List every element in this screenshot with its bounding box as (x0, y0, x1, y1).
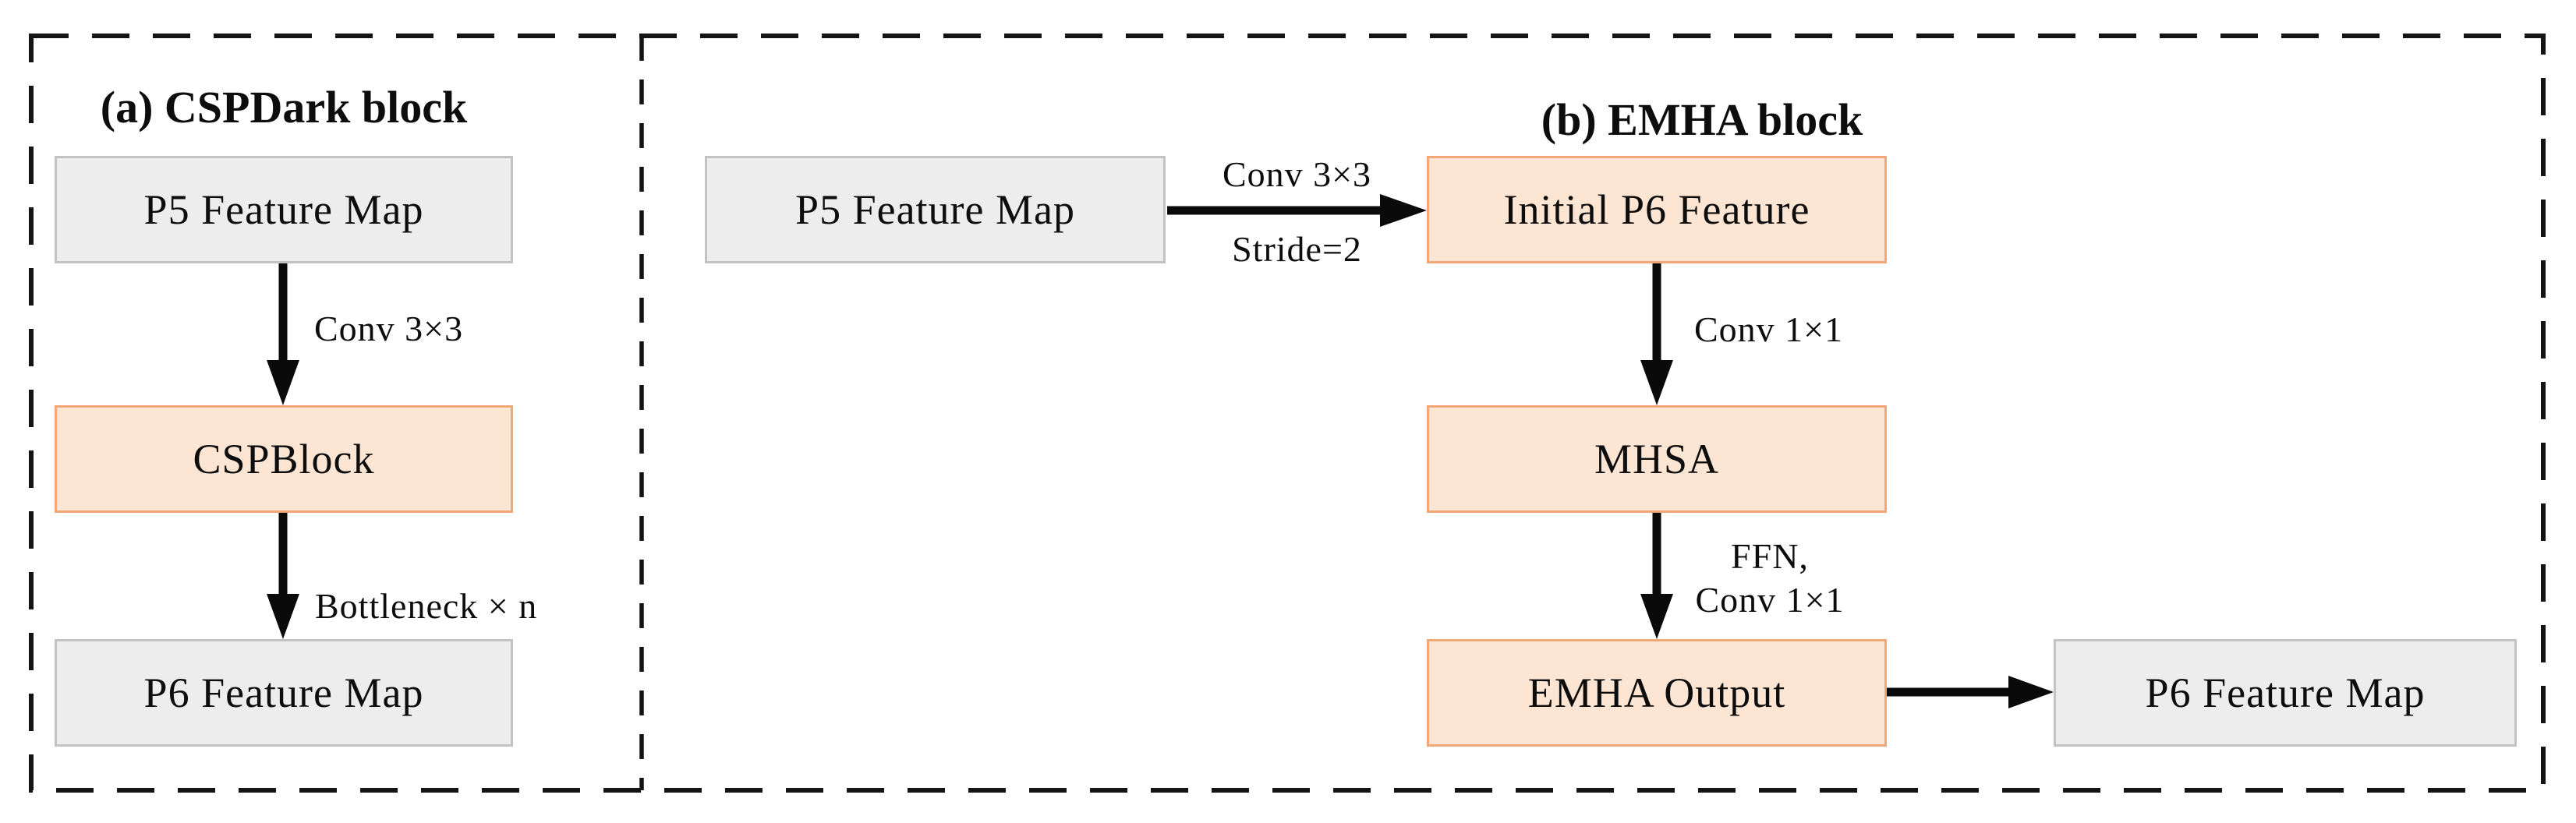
arrow-b-emha-to-p6-head (2008, 676, 2054, 708)
node-b-p5-feature-map-label: P5 Feature Map (795, 186, 1075, 233)
node-b-p5-feature-map: P5 Feature Map (705, 156, 1166, 263)
arrow-a-cspblock-to-p6-head (267, 594, 299, 639)
arrow-a-p5-to-cspblock-head (267, 360, 299, 405)
edge-label-b-conv1x1: Conv 1×1 (1694, 309, 1844, 349)
node-a-cspblock-label: CSPBlock (193, 436, 375, 482)
arrow-b-initialp6-to-mhsa-head (1640, 360, 1673, 405)
panel-b-title: (b) EMHA block (1541, 94, 1863, 145)
node-b-mhsa: MHSA (1427, 405, 1887, 513)
node-b-mhsa-label: MHSA (1594, 436, 1720, 482)
edge-label-a-conv3x3: Conv 3×3 (314, 309, 464, 348)
node-b-initial-p6-feature: Initial P6 Feature (1427, 156, 1887, 263)
node-b-p6-feature-map-label: P6 Feature Map (2145, 669, 2426, 716)
arrow-b-mhsa-to-emha-head (1640, 594, 1673, 639)
node-b-p6-feature-map: P6 Feature Map (2054, 639, 2517, 747)
node-b-emha-output-label: EMHA Output (1527, 669, 1786, 716)
edge-label-b-ffn-line1: FFN, (1731, 536, 1809, 576)
node-b-emha-output: EMHA Output (1427, 639, 1887, 747)
edge-label-b-ffn-line2: Conv 1×1 (1695, 580, 1845, 620)
node-a-p6-feature-map: P6 Feature Map (55, 639, 513, 747)
edge-label-b-stride2: Stride=2 (1232, 229, 1362, 269)
edge-label-b-ffn-conv1x1: FFN, Conv 1×1 (1661, 535, 1879, 622)
node-a-p6-feature-map-label: P6 Feature Map (143, 669, 424, 716)
arrow-b-p5-to-initialp6-head (1380, 194, 1427, 227)
node-a-p5-feature-map-label: P5 Feature Map (143, 186, 424, 233)
edge-label-a-bottleneck-xn: Bottleneck × n (315, 586, 538, 626)
edge-label-b-conv3x3: Conv 3×3 (1222, 154, 1372, 194)
outer-dashed-frame (29, 34, 2546, 793)
panel-a-title: (a) CSPDark block (100, 82, 468, 132)
node-b-initial-p6-feature-label: Initial P6 Feature (1503, 186, 1810, 233)
node-a-p5-feature-map: P5 Feature Map (55, 156, 513, 263)
node-a-cspblock: CSPBlock (55, 405, 513, 513)
